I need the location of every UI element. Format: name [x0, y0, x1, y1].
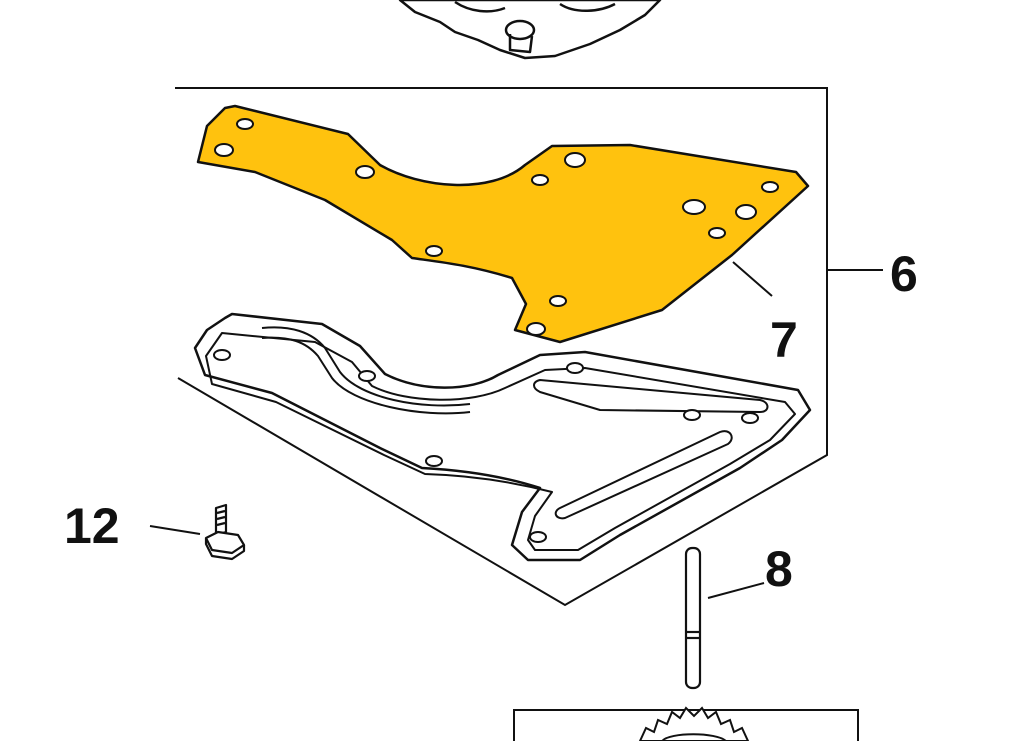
assembly-bracket — [175, 87, 883, 607]
gasket-bolt-holes — [214, 118, 779, 336]
plate-outline — [193, 312, 812, 562]
pickup-plate — [193, 312, 812, 562]
plate-bolt-holes — [213, 349, 759, 543]
dowel-pin — [684, 546, 765, 690]
gear — [638, 706, 750, 741]
bolt — [149, 503, 246, 561]
callout-dowel-number: 8 — [765, 541, 793, 597]
callout-assembly-number: 6 — [890, 246, 918, 302]
gear-box — [513, 706, 859, 741]
gasket-leader-line — [732, 261, 773, 297]
gasket-outline — [196, 104, 810, 344]
callout-bolt-number: 12 — [64, 498, 120, 554]
callout-gasket-number: 7 — [770, 312, 798, 368]
dowel-leader-line — [707, 582, 765, 599]
gasket-highlighted — [196, 104, 810, 344]
oil-pump-housing — [398, 0, 662, 60]
bolt-leader-line — [149, 525, 201, 535]
plate-slots — [261, 326, 769, 520]
